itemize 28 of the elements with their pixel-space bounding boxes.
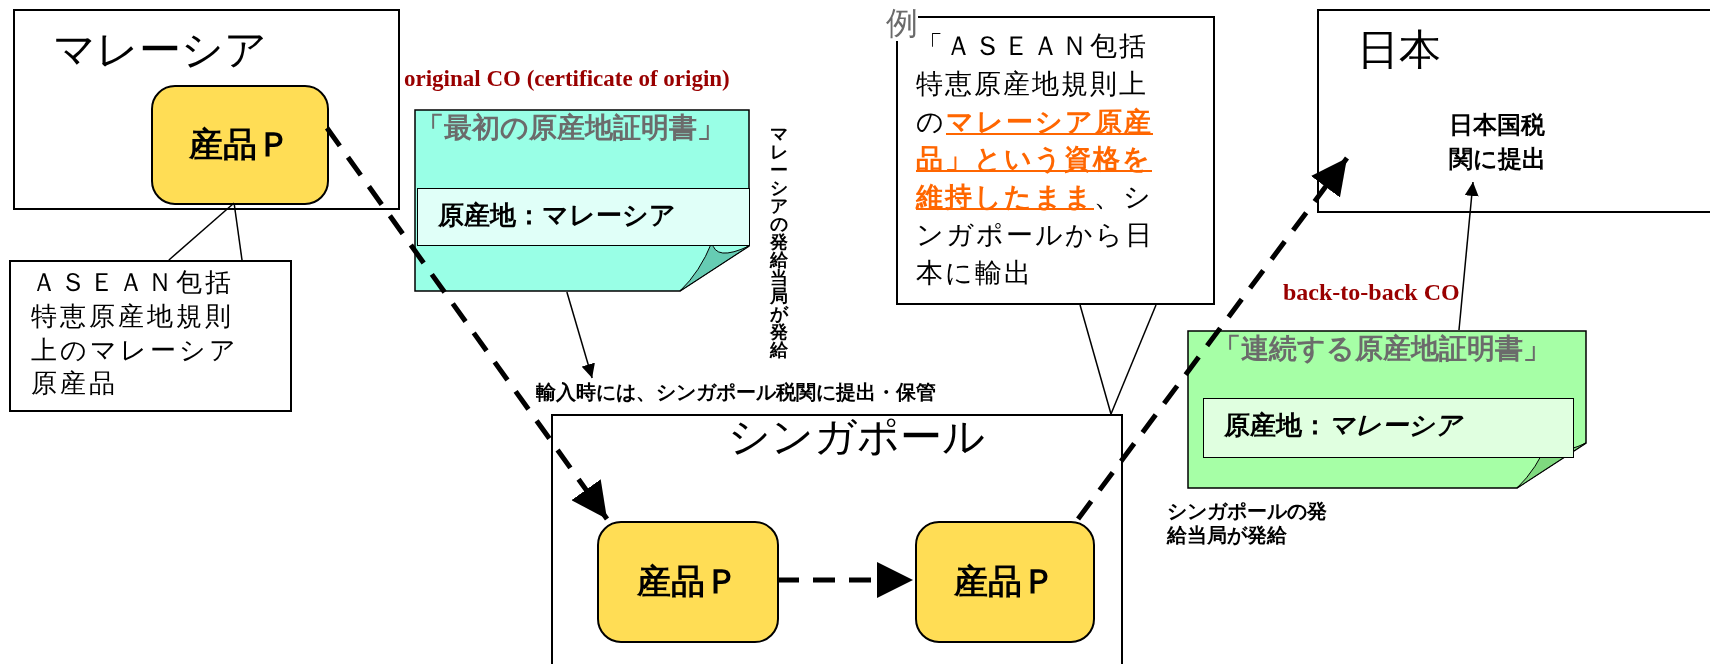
origin-field: 原産地：マレーシア	[417, 188, 750, 246]
arrow	[324, 126, 610, 521]
leader-line	[1079, 304, 1112, 415]
region-box	[1317, 9, 1710, 213]
region-heading: マレーシア	[53, 25, 267, 75]
arrow	[777, 562, 913, 598]
region-box	[551, 414, 1123, 664]
product-box: 産品Ｐ	[151, 85, 329, 205]
origin-field: 原産地：マレーシア	[1203, 398, 1574, 458]
note-text: 日本国税関に提出	[1442, 108, 1552, 184]
arrow	[566, 291, 595, 379]
issuer-note: マレーシアの発給当局が発給	[770, 125, 789, 359]
leader-line	[168, 202, 235, 261]
arrow	[1076, 156, 1349, 521]
note-heading: 「連続する原産地証明書」	[1213, 332, 1551, 366]
caption-fragment: 例	[886, 6, 918, 42]
region-heading: シンガポール	[728, 412, 985, 462]
region-box	[13, 9, 400, 210]
region-heading: 日本	[1357, 25, 1441, 75]
certificate-label: back-to-back CO	[1283, 278, 1460, 307]
callout-box: ＡＳＥＡＮ包括特恵原産地規則上のマレーシア原産品	[9, 260, 292, 412]
certificate-label: original CO (certificate of origin)	[404, 65, 730, 93]
product-box: 産品Ｐ	[597, 521, 779, 643]
issuer-note: シンガポールの発給当局が発給	[1167, 499, 1328, 547]
note-heading: 「最初の原産地証明書」	[416, 111, 725, 145]
arrow	[1458, 181, 1479, 331]
note-text: 輸入時には、シンガポール税関に提出・保管	[536, 378, 1081, 408]
product-box: 産品Ｐ	[915, 521, 1095, 643]
